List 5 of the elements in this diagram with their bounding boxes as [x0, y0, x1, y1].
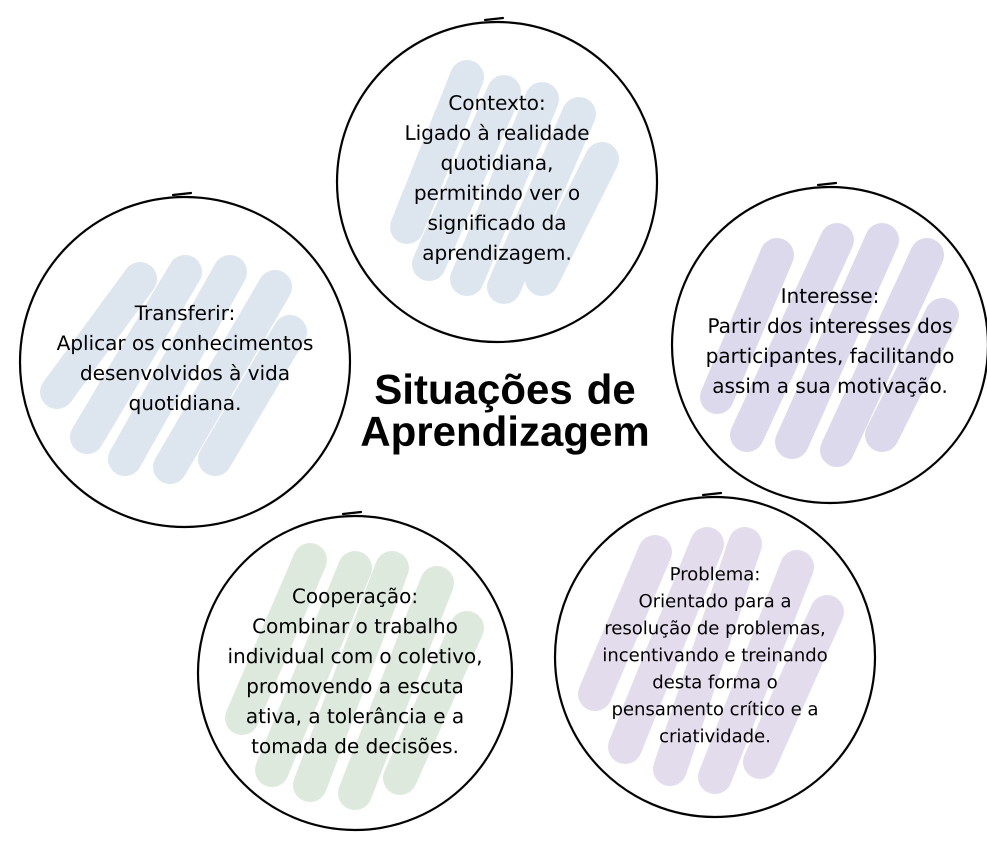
circle-node: Problema: Orientado para a resolução de problemas, incentivando e treinando desta forma o pensamento crítico e a criatividade.	[554, 496, 876, 818]
title: Situações de Aprendizagem	[361, 373, 648, 455]
circle-node: Transferir: Aplicar os conhecimentos desenvolvidos à vida quotidiana.	[18, 196, 352, 528]
circle-node: Contexto: Ligado à realidade quotidiana, permitindo ver o significado da aprendizagem.	[336, 20, 658, 344]
circle-node: Cooperação: Combinar o trabalho individual com o coletivo, promovendo a escuta ativa, a tolerância e a tomada de decisões.	[196, 514, 514, 832]
